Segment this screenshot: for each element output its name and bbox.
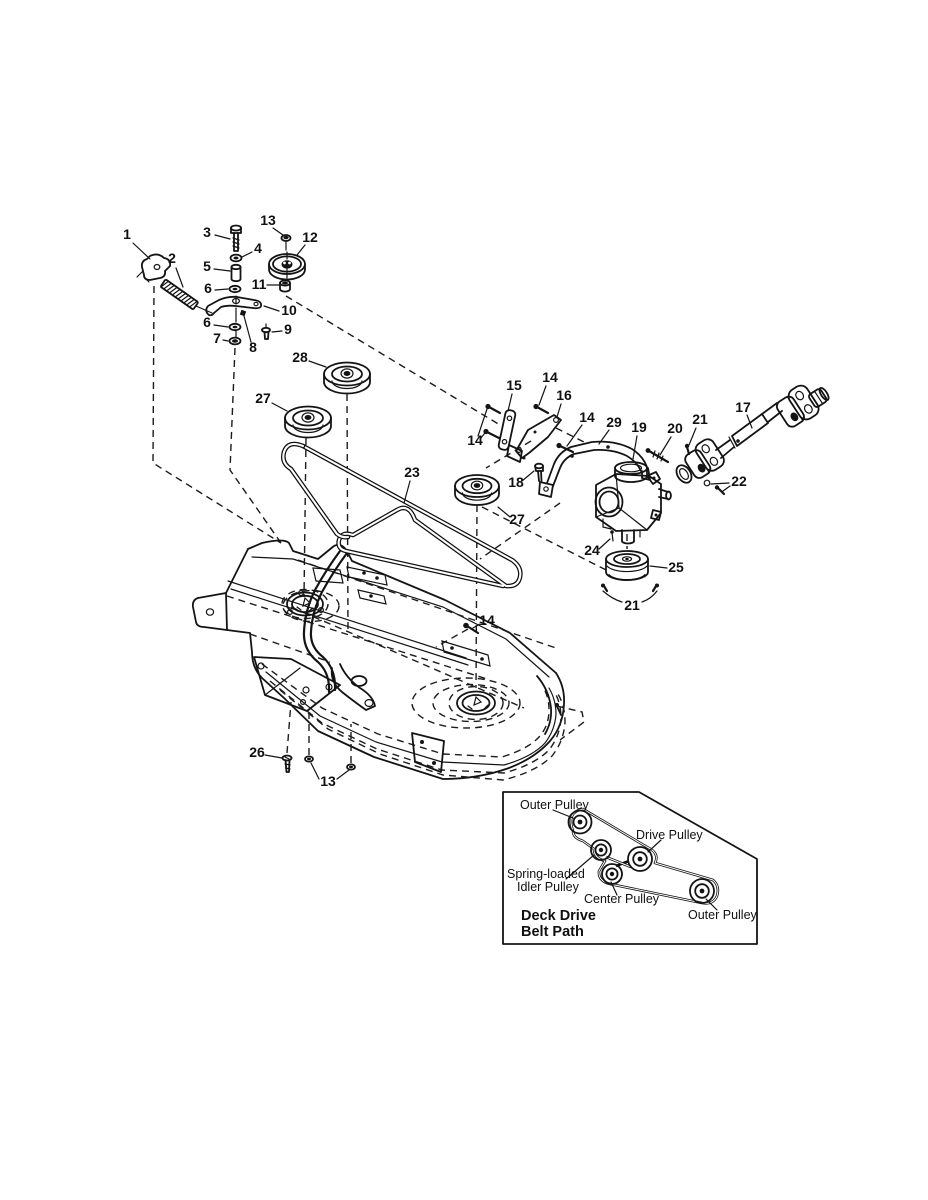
- svg-text:7: 7: [213, 330, 221, 346]
- svg-text:14: 14: [467, 432, 483, 448]
- svg-text:Outer Pulley: Outer Pulley: [688, 908, 758, 922]
- svg-text:4: 4: [254, 240, 262, 256]
- svg-text:19: 19: [631, 419, 647, 435]
- svg-text:22: 22: [731, 473, 747, 489]
- svg-text:24: 24: [584, 542, 600, 558]
- svg-text:17: 17: [735, 399, 751, 415]
- svg-text:Outer Pulley: Outer Pulley: [520, 798, 590, 812]
- svg-text:28: 28: [292, 349, 308, 365]
- svg-text:Deck Drive: Deck Drive: [521, 908, 596, 924]
- svg-text:20: 20: [667, 420, 683, 436]
- svg-text:11: 11: [252, 276, 267, 292]
- svg-text:8: 8: [249, 339, 257, 355]
- svg-text:6: 6: [204, 280, 212, 296]
- svg-text:10: 10: [281, 302, 297, 318]
- svg-text:27: 27: [255, 390, 271, 406]
- svg-text:13: 13: [260, 212, 276, 228]
- svg-text:16: 16: [556, 387, 572, 403]
- svg-text:Idler Pulley: Idler Pulley: [517, 880, 580, 894]
- svg-text:12: 12: [302, 229, 318, 245]
- svg-text:14: 14: [479, 612, 495, 628]
- svg-text:26: 26: [249, 744, 265, 760]
- svg-text:13: 13: [320, 773, 336, 789]
- svg-text:Spring-loaded: Spring-loaded: [507, 867, 585, 881]
- svg-text:18: 18: [508, 474, 524, 490]
- svg-text:29: 29: [606, 414, 622, 430]
- svg-text:14: 14: [579, 409, 595, 425]
- svg-text:3: 3: [203, 224, 211, 240]
- svg-text:5: 5: [203, 258, 211, 274]
- svg-text:23: 23: [404, 464, 420, 480]
- svg-text:21: 21: [692, 411, 708, 427]
- svg-text:1: 1: [123, 226, 131, 242]
- svg-text:2: 2: [168, 250, 176, 266]
- svg-text:21: 21: [624, 597, 640, 613]
- svg-text:25: 25: [668, 559, 684, 575]
- svg-text:27: 27: [509, 511, 525, 527]
- svg-text:Belt Path: Belt Path: [521, 924, 584, 940]
- svg-text:Drive Pulley: Drive Pulley: [636, 828, 703, 842]
- svg-text:9: 9: [284, 321, 292, 337]
- svg-text:Center Pulley: Center Pulley: [584, 892, 660, 906]
- svg-text:15: 15: [506, 377, 522, 393]
- svg-text:14: 14: [542, 369, 558, 385]
- svg-text:6: 6: [203, 314, 211, 330]
